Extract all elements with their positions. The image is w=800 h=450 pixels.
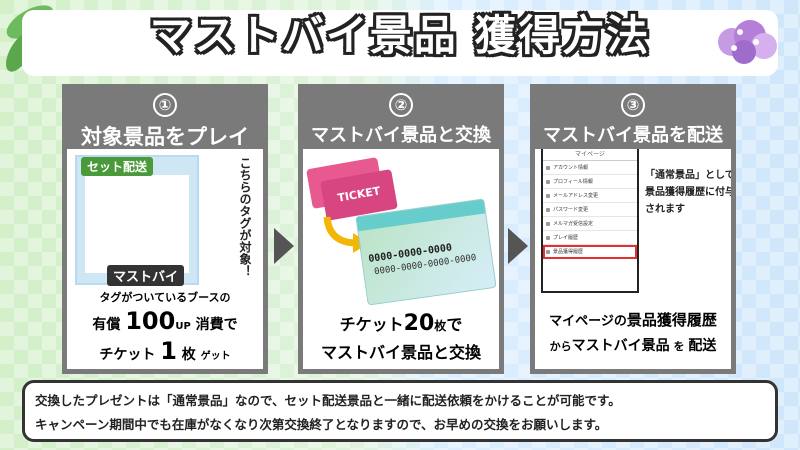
notice-line-2: キャンペーン期間中でも在庫がなくなり次第交換終了となりますので、お早めの交換をお… [35,417,608,432]
arrow-right-icon [508,228,528,264]
step-1-ticket: チケット [99,347,156,363]
tag-note: こちらのタグが対象！ [238,157,252,277]
step-1-number: ① [153,93,177,117]
step-1-ticket-counter: 枚 [181,347,196,363]
step-2-ticket: チケット [339,315,404,334]
step-3-deliver: 配送 [688,338,717,354]
tag-frame-inner [85,175,189,273]
hydrangea-icon [718,20,777,64]
step-1-body: セット配送 マストバイ こちらのタグが対象！ タグがついているブースの 有償 1… [67,149,263,369]
history-note: 「通常景品」として景品獲得履歴に付与されます [645,170,731,215]
tag-frame: セット配送 マストバイ [75,155,199,286]
step-3-from: から [549,340,572,353]
step-1-get: ゲット [200,351,231,362]
step-2-panel: ② マストバイ景品と交換 TICKET 0000-0000-0000 0000-… [298,84,504,374]
step-2-ticket-count: 20 [403,311,435,336]
step-3-header: ③ マストバイ景品を配送 [535,89,731,149]
menu-email: メールアドレス変更 [543,189,637,203]
step-3-mustbuy: マストバイ景品 [571,338,670,354]
step-1-header: ① 対象景品をプレイ [67,89,263,149]
step-3-title: マストバイ景品を配送 [543,125,723,146]
notice-box: 交換したプレゼントは「通常景品」なので、セット配送景品と一緒に配送依頼をかけるこ… [22,380,778,442]
step-2-line-1: チケット20枚で [303,311,499,336]
step-1-line-3: チケット 1 枚 ゲット [67,337,263,365]
exchange-card: 0000-0000-0000 0000-0000-0000-0000 [355,198,497,306]
mustbuy-tag: マストバイ [107,265,185,286]
menu-password: パスワード変更 [543,203,637,217]
menu-mailmag: メルマガ受信設定 [543,217,637,231]
menu-profile: プロフィール情報 [543,175,637,189]
title-bar [22,10,778,76]
notice-line-1: 交換したプレゼントは「通常景品」なので、セット配送景品と一緒に配送依頼をかけるこ… [35,393,621,408]
step-1-line-2: 有償 100UP 消費で [67,307,263,335]
mypage-header: マイページ [543,149,637,161]
step-3-number: ③ [621,93,645,117]
menu-account: アカウント情報 [543,161,637,175]
step-3-mypage: マイページの [549,314,627,329]
step-1-paid: 有償 [92,317,121,333]
step-2-line-2: マストバイ景品と交換 [320,343,481,362]
menu-prize-history: 景品獲得履歴 [543,245,637,259]
step-1-consume: 消費で [195,317,238,333]
step-2-counter: 枚 [434,319,447,333]
step-2-title: マストバイ景品と交換 [311,125,491,146]
step-1-title: 対象景品をプレイ [81,125,249,149]
step-1-unit: UP [175,321,191,332]
step-3-line-2: からマストバイ景品 を 配送 [535,335,731,355]
step-3-line-1: マイページの景品獲得履歴 [535,309,731,330]
step-3-history: 景品獲得履歴 [626,311,717,329]
step-1-line-1: タグがついているブースの [99,291,231,304]
step-2-number: ② [389,93,413,117]
menu-play-history: プレイ履歴 [543,231,637,245]
step-3-panel: ③ マストバイ景品を配送 マイページ アカウント情報 プロフィール情報 メールア… [530,84,736,374]
step-2-header: ② マストバイ景品と交換 [303,89,499,149]
step-1-panel: ① 対象景品をプレイ セット配送 マストバイ こちらのタグが対象！ タグがついて… [62,84,268,374]
step-1-ticket-count: 1 [160,337,177,365]
step-1-amount: 100 [125,307,176,335]
step-2-with: で [446,315,463,334]
arrow-right-icon [274,228,294,264]
step-3-body: マイページ アカウント情報 プロフィール情報 メールアドレス変更 パスワード変更… [535,149,731,369]
set-delivery-tag: セット配送 [81,157,154,176]
mypage-screen: マイページ アカウント情報 プロフィール情報 メールアドレス変更 パスワード変更… [541,149,639,293]
step-3-wo: を [673,340,685,353]
page-title: マストバイ景品 獲得方法 [149,11,651,60]
step-2-body: TICKET 0000-0000-0000 0000-0000-0000-000… [303,149,499,369]
